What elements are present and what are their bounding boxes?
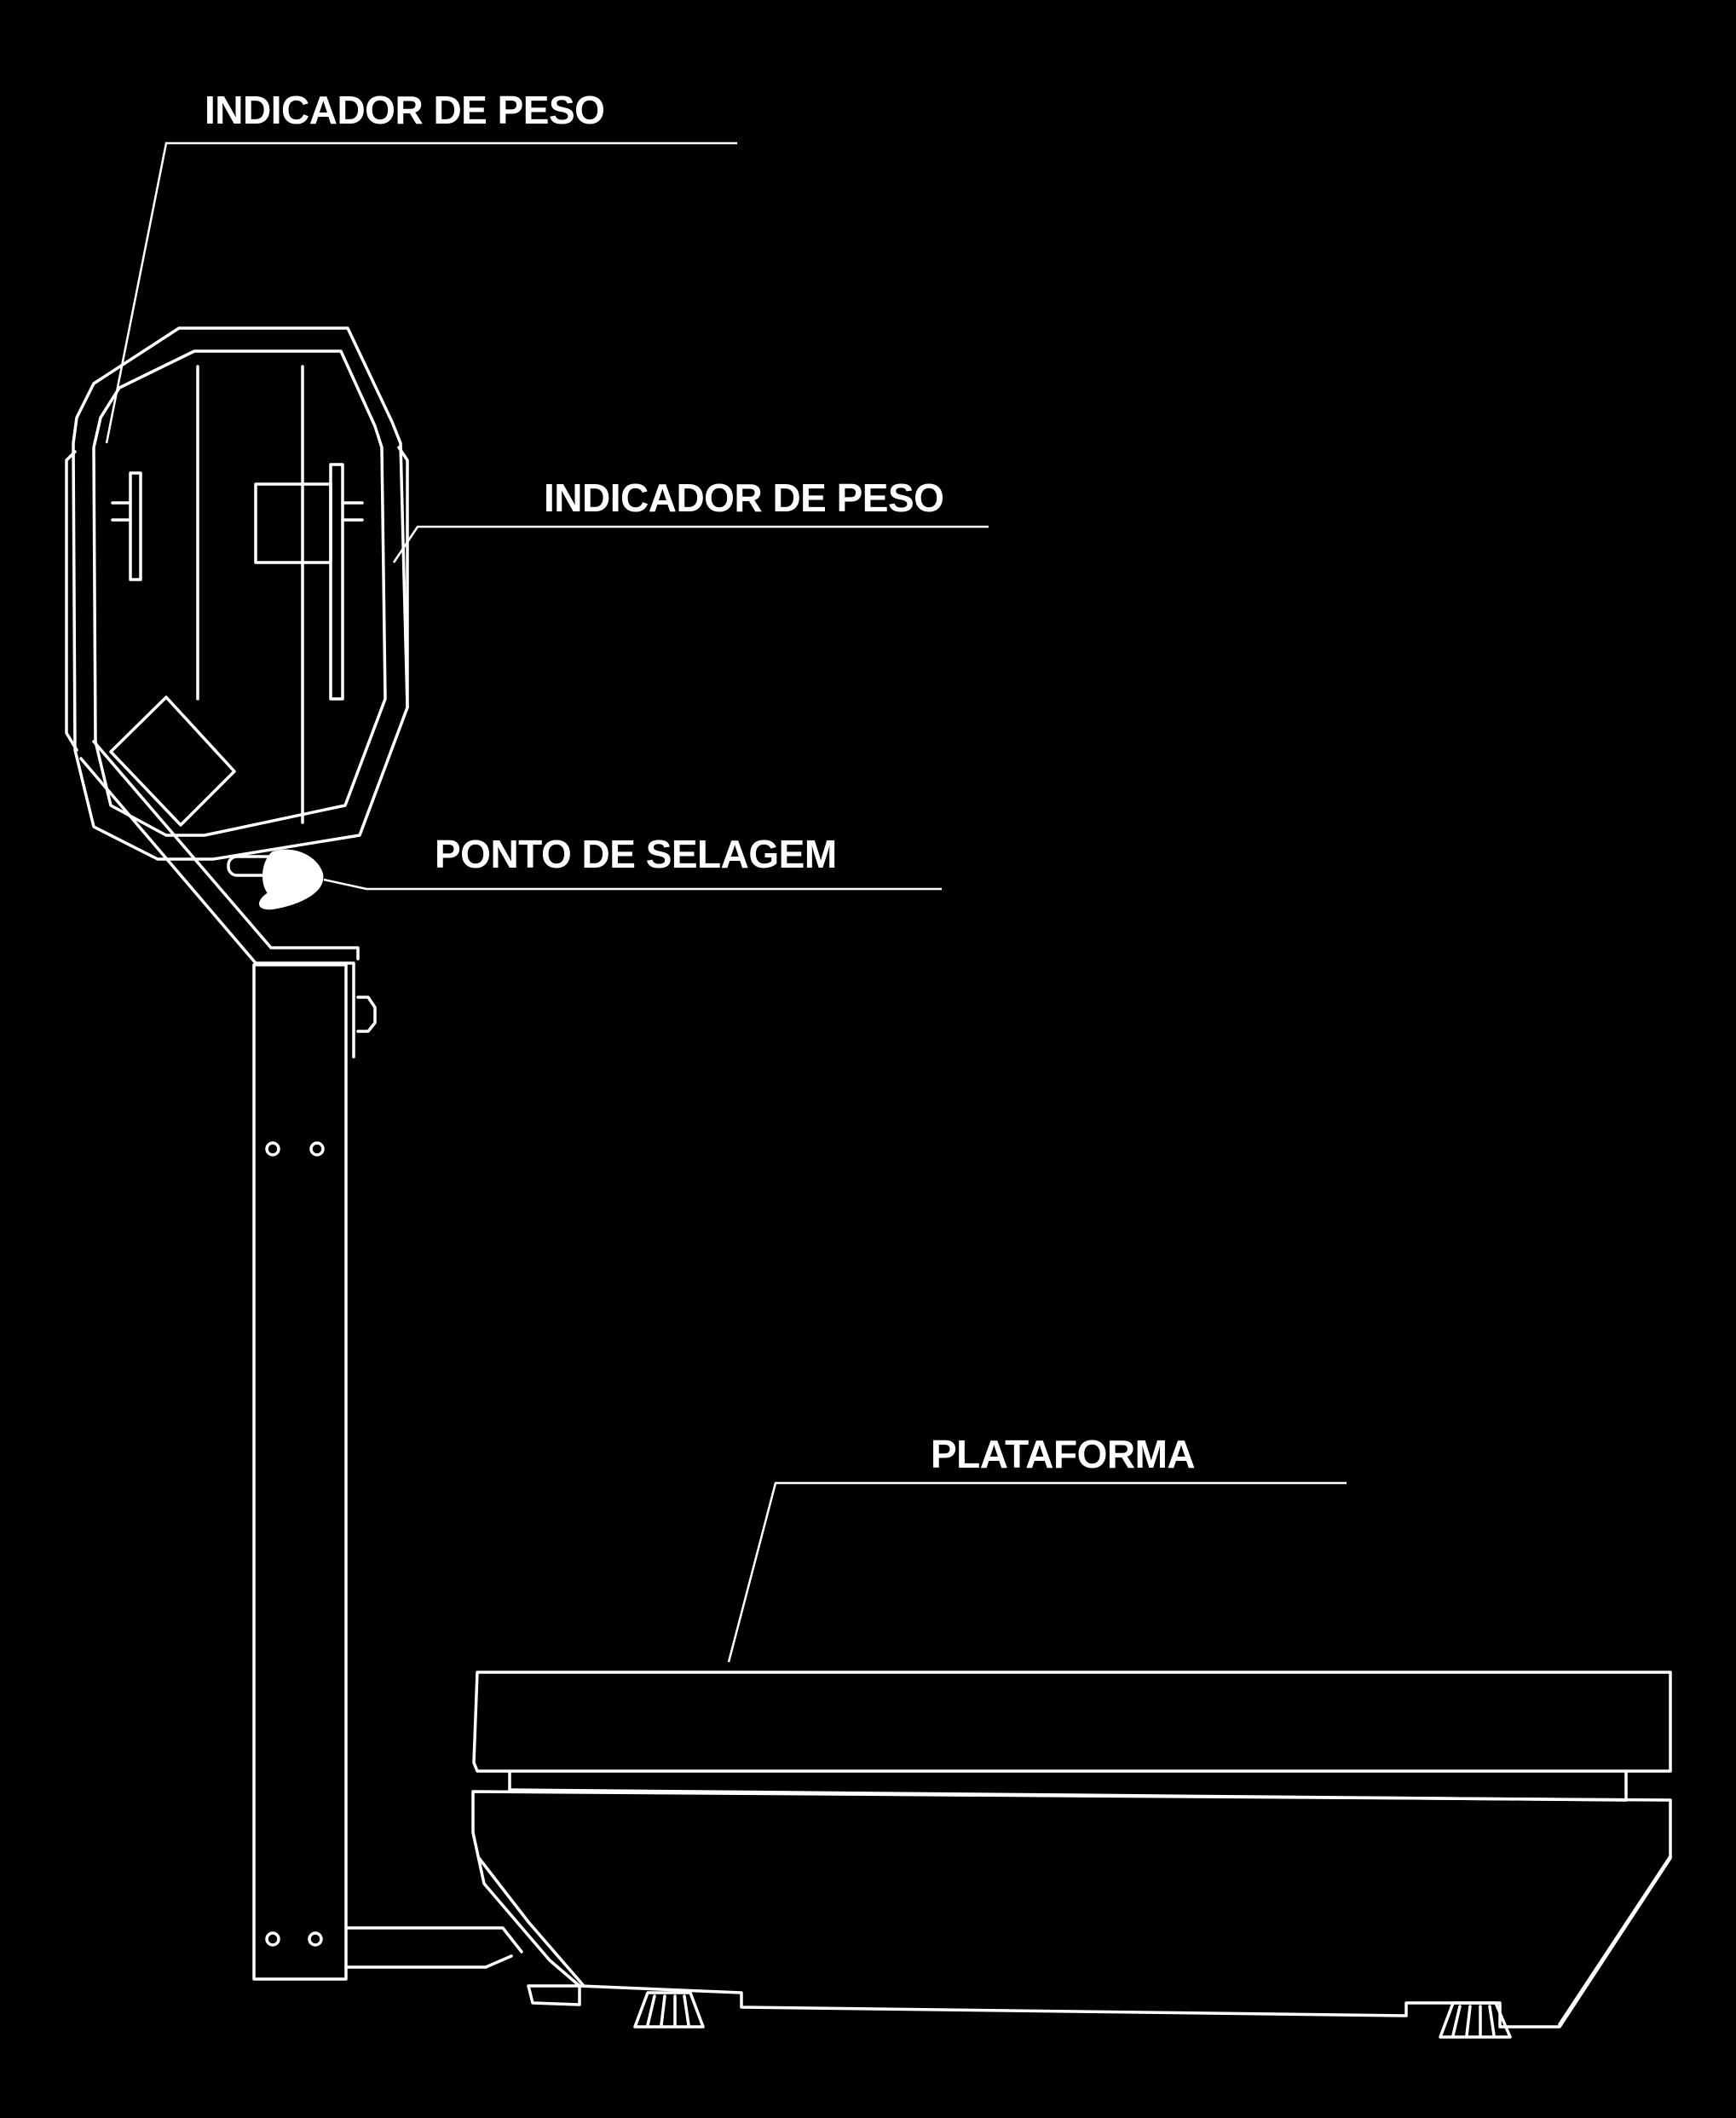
indicator-housing-inner <box>92 349 387 837</box>
neck-outer <box>79 757 355 1059</box>
platform-front-tab <box>527 1984 581 2006</box>
base-arm <box>344 1926 523 1969</box>
weight-indicator-head <box>65 326 409 861</box>
indicator-display-bar-right <box>329 463 344 701</box>
indicator-left-bracket <box>65 450 78 752</box>
support-column <box>252 963 348 1981</box>
platform-inner-right-edge <box>1558 1855 1672 2026</box>
foot-left-icon <box>633 1991 705 2029</box>
base-arm-top <box>344 1926 523 1954</box>
column-bolt-bottom-left <box>265 1931 280 1947</box>
label-indicador-de-peso-top: INDICADOR DE PESO <box>205 88 604 132</box>
sealing-point-icon <box>259 849 324 910</box>
label-ponto-selagem-group: PONTO DE SELAGEM <box>323 832 942 891</box>
leader-line-ponto-selagem <box>323 878 942 891</box>
label-ponto-de-selagem: PONTO DE SELAGEM <box>435 832 837 876</box>
foot-right-icon <box>1439 2001 1512 2039</box>
indicator-neck <box>79 740 377 1059</box>
leader-line-indicador-top <box>105 141 737 444</box>
column-bolt-bottom-right <box>308 1931 323 1947</box>
label-indicador-side-group: INDICADOR DE PESO <box>392 476 989 563</box>
label-indicador-top-group: INDICADOR DE PESO <box>105 88 737 444</box>
platform-top-plate <box>472 1671 1672 1773</box>
column-bolt-top-right <box>309 1141 325 1157</box>
leader-line-plataforma <box>727 1481 1347 1663</box>
indicator-housing-outer <box>72 326 409 861</box>
label-indicador-de-peso-side: INDICADOR DE PESO <box>544 476 943 520</box>
indicator-printer-box <box>254 482 332 564</box>
label-plataforma-group: PLATAFORMA <box>727 1432 1347 1663</box>
column-body <box>252 963 348 1981</box>
platform-inner-left-edge <box>477 1856 585 1988</box>
indicator-right-bracket <box>397 446 409 709</box>
weighing-platform <box>471 1671 1672 2029</box>
indicator-display-bar-left <box>129 471 142 581</box>
column-side-clip <box>356 996 377 1033</box>
neck-inner <box>92 740 360 961</box>
base-arm-bottom <box>344 1954 513 1969</box>
column-bolt-top-left <box>265 1141 280 1157</box>
label-plataforma: PLATAFORMA <box>931 1432 1195 1476</box>
platform-feet <box>633 1991 1512 2039</box>
indicator-tilted-box <box>109 695 236 827</box>
leader-line-indicador-side <box>392 525 989 563</box>
